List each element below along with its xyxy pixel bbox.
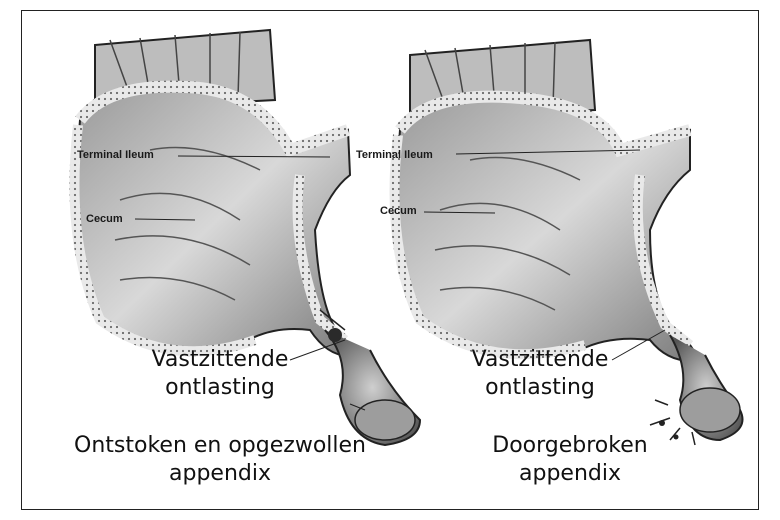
left-cecum-label: Cecum — [86, 213, 123, 225]
left-caption: Ontstoken en opgezwollen appendix — [20, 432, 420, 488]
right-ileum-label: Terminal Ileum — [356, 149, 433, 161]
right-caption: Doorgebroken appendix — [460, 432, 680, 488]
left-stool-label: Vastzittende ontlasting — [110, 346, 330, 402]
right-cecum-label: Cecum — [380, 205, 417, 217]
left-ileum-label: Terminal Ileum — [77, 149, 154, 161]
right-stool-label: Vastzittende ontlasting — [430, 346, 650, 402]
